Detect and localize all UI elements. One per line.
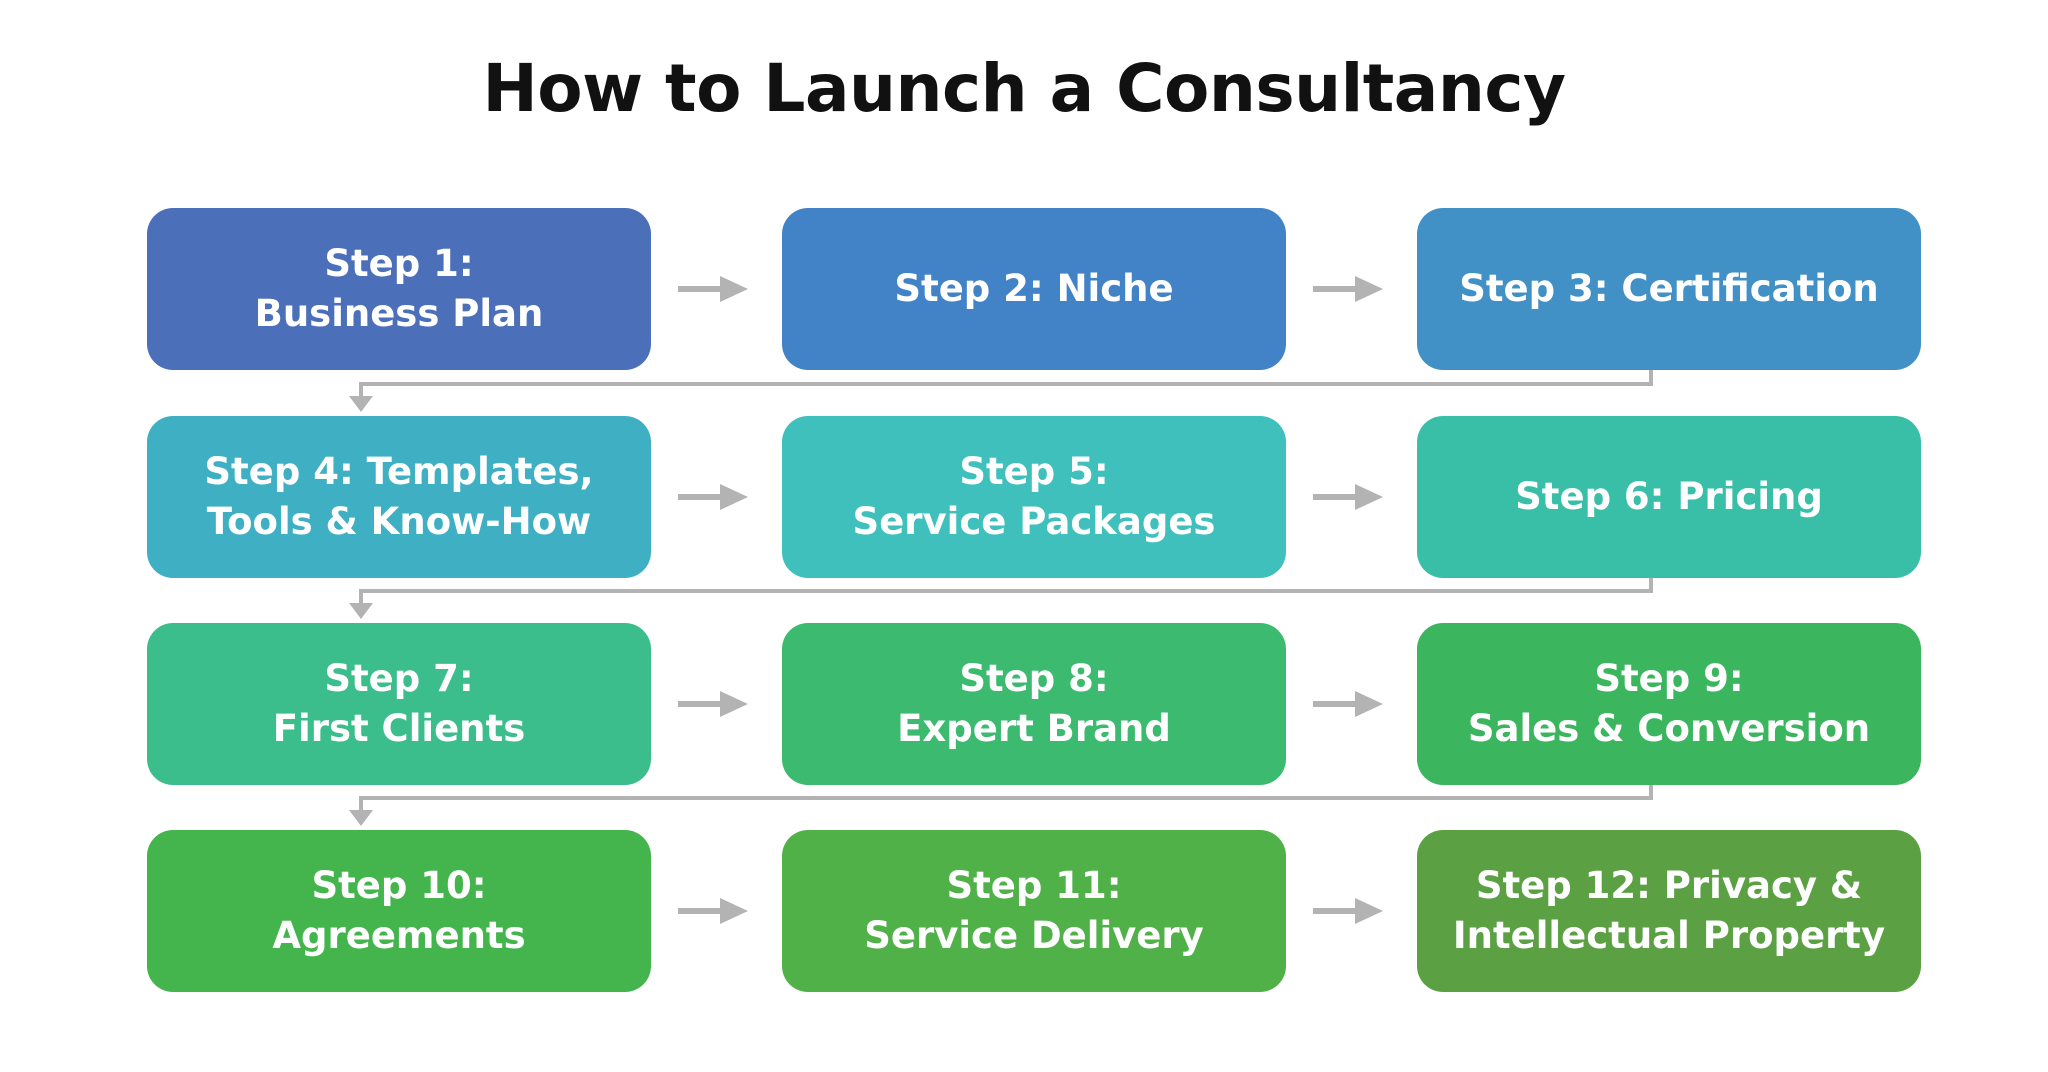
arrow-step4-to-step5 (678, 484, 748, 510)
step-9-line-2: Sales & Conversion (1467, 707, 1871, 750)
wrap-connector-row2-to-row3 (349, 578, 1653, 619)
step-5-line-2: Service Packages (852, 500, 1216, 543)
step-1-business-plan: Step 1: Business Plan (147, 208, 651, 370)
step-12-line-1: Step 12: Privacy & (1475, 864, 1863, 907)
wrap-connector-row1-to-row2 (349, 370, 1653, 412)
step-4-line-2: Tools & Know-How (206, 500, 592, 543)
step-10-line-2: Agreements (272, 914, 526, 957)
step-2-line-1: Step 2: Niche (894, 267, 1174, 310)
arrow-step10-to-step11 (678, 898, 748, 924)
arrow-step8-to-step9 (1313, 691, 1383, 717)
step-3-line-1: Step 3: Certification (1459, 267, 1879, 310)
step-11-service-delivery: Step 11: Service Delivery (782, 830, 1286, 992)
step-8-expert-brand: Step 8: Expert Brand (782, 623, 1286, 785)
arrow-step2-to-step3 (1313, 276, 1383, 302)
step-4-templates-tools: Step 4: Templates, Tools & Know-How (147, 416, 651, 578)
step-9-line-1: Step 9: (1594, 657, 1744, 700)
step-10-agreements: Step 10: Agreements (147, 830, 651, 992)
step-1-line-2: Business Plan (254, 292, 544, 335)
step-4-line-1: Step 4: Templates, (204, 450, 594, 493)
step-6-line-1: Step 6: Pricing (1515, 475, 1823, 518)
step-11-line-1: Step 11: (946, 864, 1122, 907)
step-9-sales-conversion: Step 9: Sales & Conversion (1417, 623, 1921, 785)
step-5-service-packages: Step 5: Service Packages (782, 416, 1286, 578)
step-7-line-1: Step 7: (324, 657, 474, 700)
step-1-line-1: Step 1: (324, 242, 474, 285)
step-7-line-2: First Clients (272, 707, 526, 750)
step-10-line-1: Step 10: (311, 864, 487, 907)
step-2-niche: Step 2: Niche (782, 208, 1286, 370)
step-3-certification: Step 3: Certification (1417, 208, 1921, 370)
arrow-step11-to-step12 (1313, 898, 1383, 924)
step-12-privacy-ip: Step 12: Privacy & Intellectual Property (1417, 830, 1921, 992)
step-12-line-2: Intellectual Property (1452, 914, 1886, 957)
step-6-pricing: Step 6: Pricing (1417, 416, 1921, 578)
arrow-step5-to-step6 (1313, 484, 1383, 510)
diagram-title: How to Launch a Consultancy (482, 50, 1566, 127)
arrow-step1-to-step2 (678, 276, 748, 302)
wrap-connector-row3-to-row4 (349, 785, 1653, 826)
step-8-line-2: Expert Brand (897, 707, 1171, 750)
arrow-step7-to-step8 (678, 691, 748, 717)
step-11-line-2: Service Delivery (864, 914, 1204, 957)
step-8-line-1: Step 8: (959, 657, 1109, 700)
step-7-first-clients: Step 7: First Clients (147, 623, 651, 785)
step-5-line-1: Step 5: (959, 450, 1109, 493)
